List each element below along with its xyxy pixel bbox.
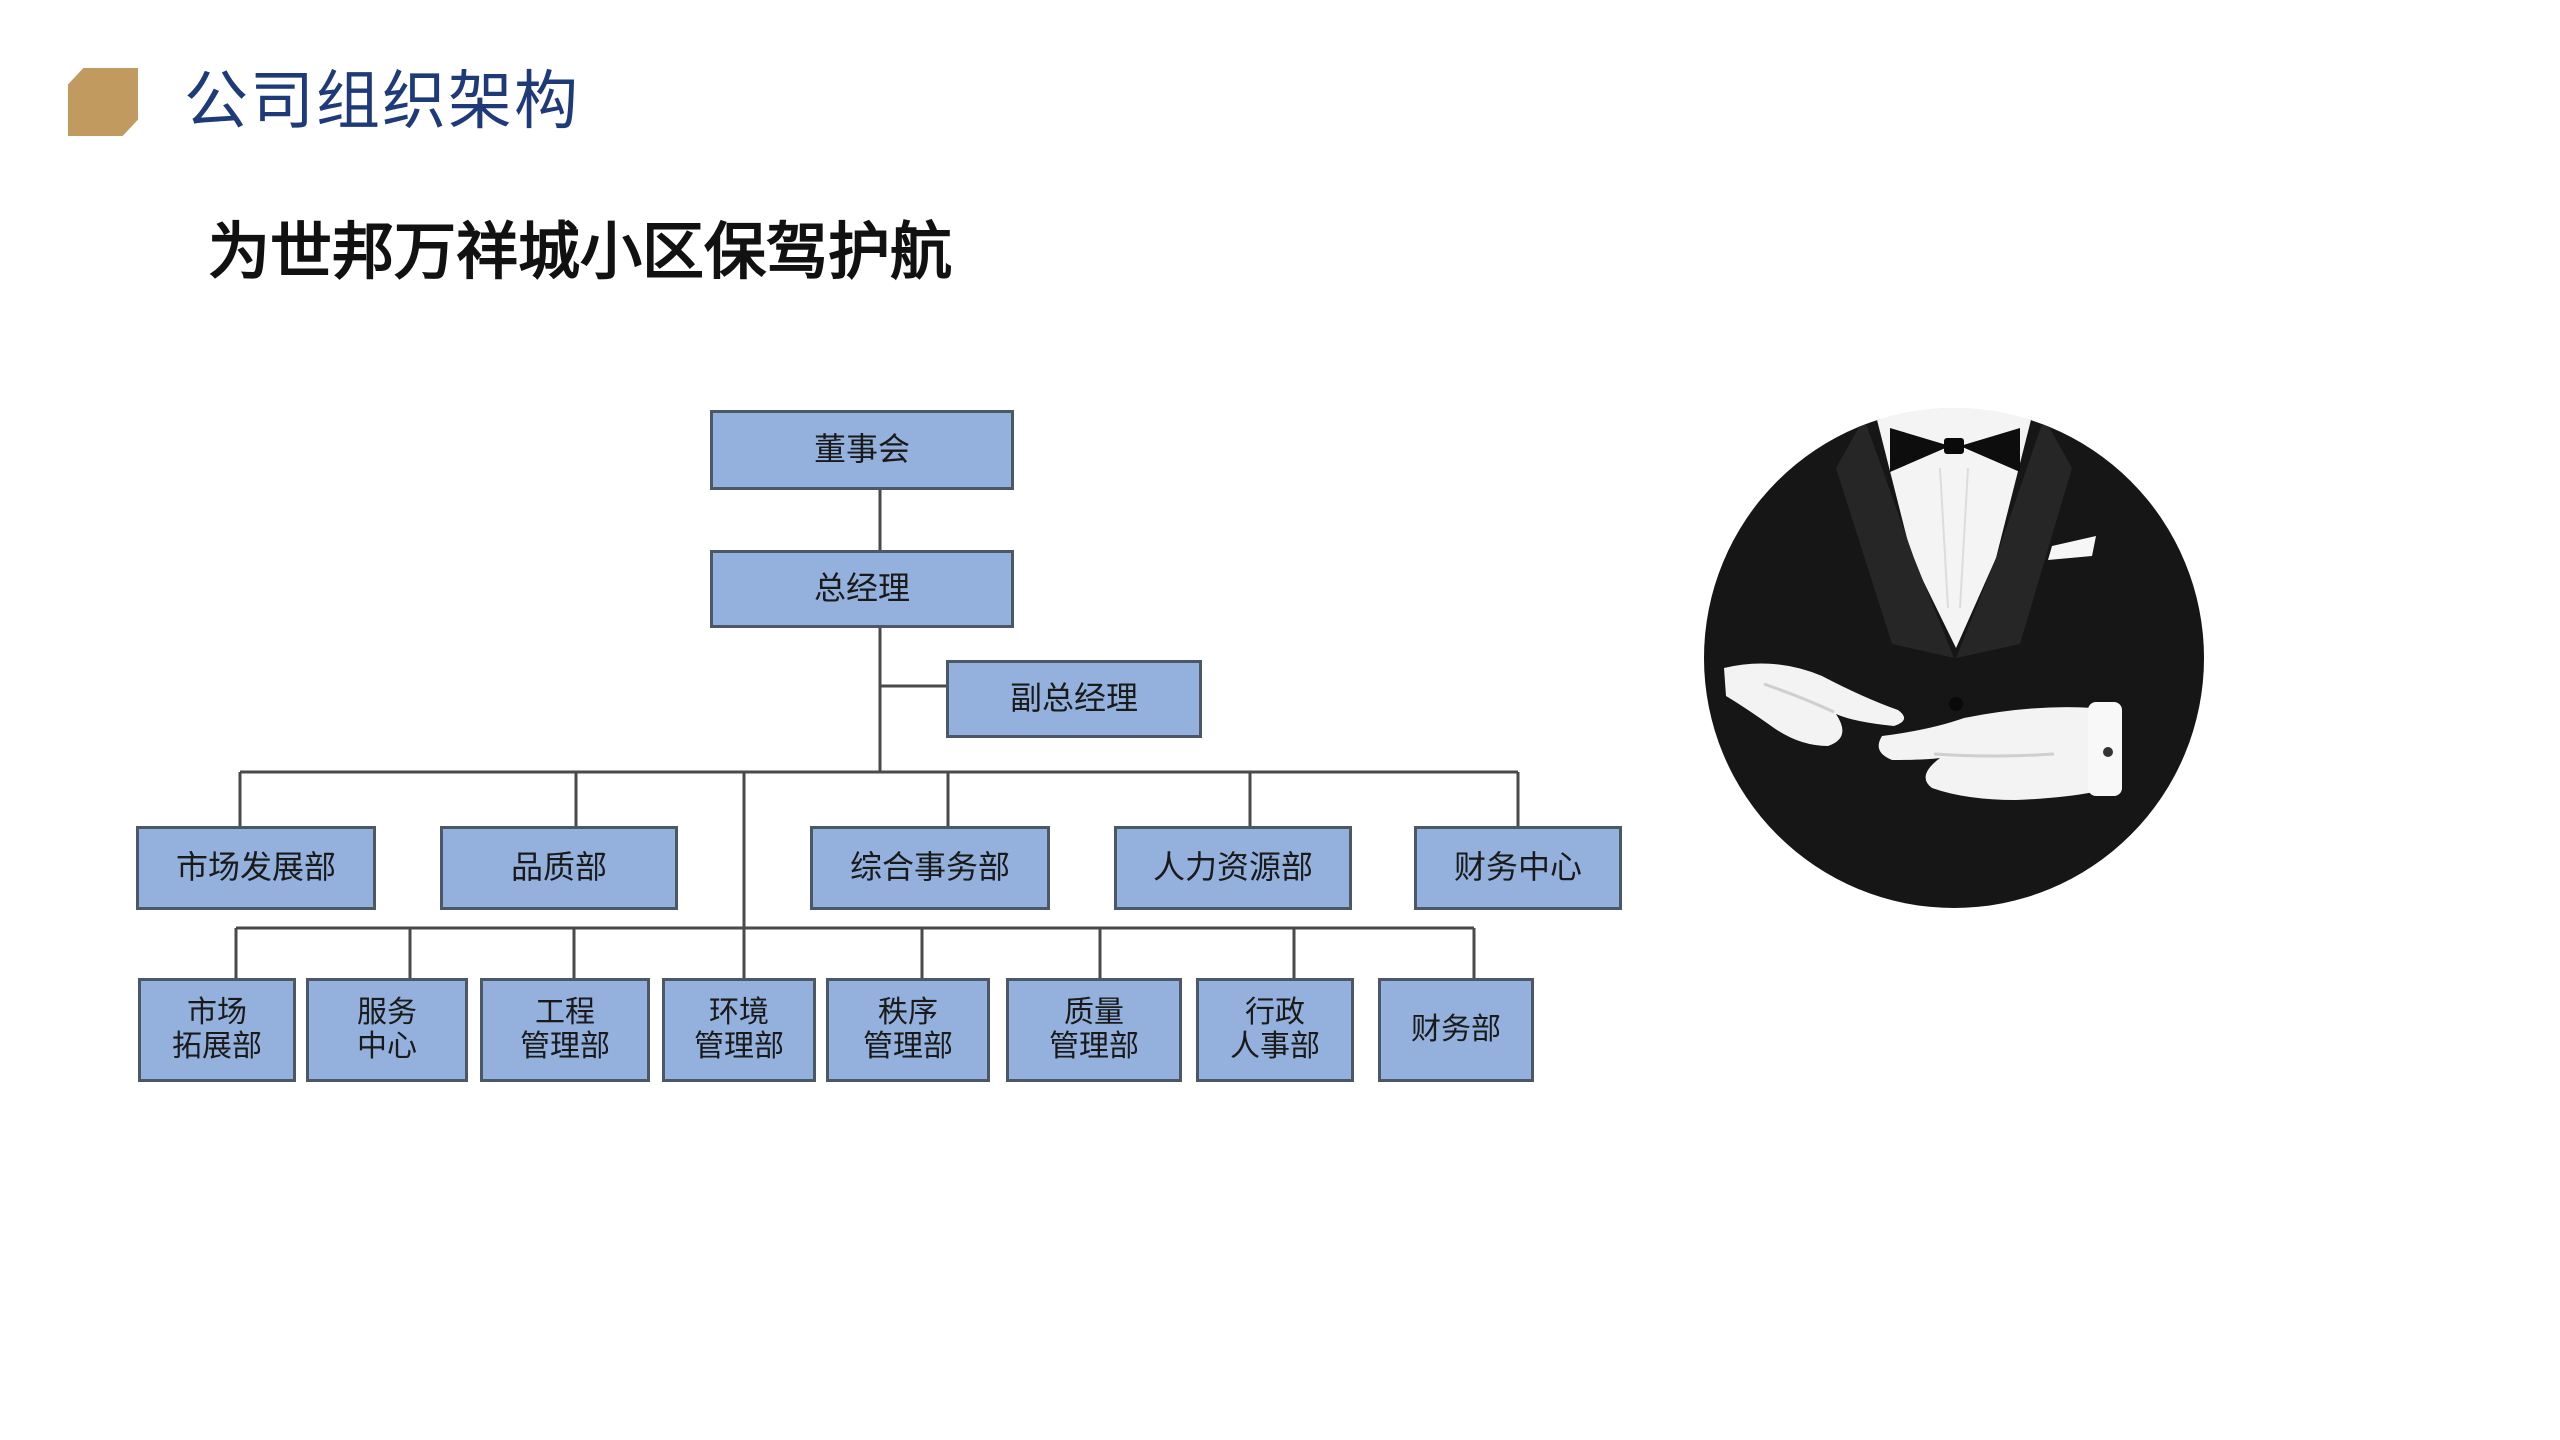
org-node-unit: 服务 中心 — [306, 978, 468, 1082]
butler-photo — [1704, 408, 2204, 908]
org-node-department: 市场发展部 — [136, 826, 376, 910]
org-node-board: 董事会 — [710, 410, 1014, 490]
page-title: 公司组织架构 — [184, 65, 580, 139]
org-node-department: 综合事务部 — [810, 826, 1050, 910]
org-node-unit: 质量 管理部 — [1006, 978, 1182, 1082]
org-node-department: 品质部 — [440, 826, 678, 910]
org-node-unit: 行政 人事部 — [1196, 978, 1354, 1082]
title-accent-icon — [68, 68, 138, 136]
org-node-department: 人力资源部 — [1114, 826, 1352, 910]
org-node-deputy-general-manager: 副总经理 — [946, 660, 1202, 738]
page-subtitle: 为世邦万祥城小区保驾护航 — [208, 215, 953, 288]
butler-tuxedo-icon — [1704, 408, 2204, 908]
org-node-general-manager: 总经理 — [710, 550, 1014, 628]
org-node-unit: 财务部 — [1378, 978, 1534, 1082]
org-node-department: 财务中心 — [1414, 826, 1622, 910]
org-node-unit: 环境 管理部 — [662, 978, 816, 1082]
org-node-unit: 市场 拓展部 — [138, 978, 296, 1082]
org-node-unit: 工程 管理部 — [480, 978, 650, 1082]
org-node-unit: 秩序 管理部 — [826, 978, 990, 1082]
